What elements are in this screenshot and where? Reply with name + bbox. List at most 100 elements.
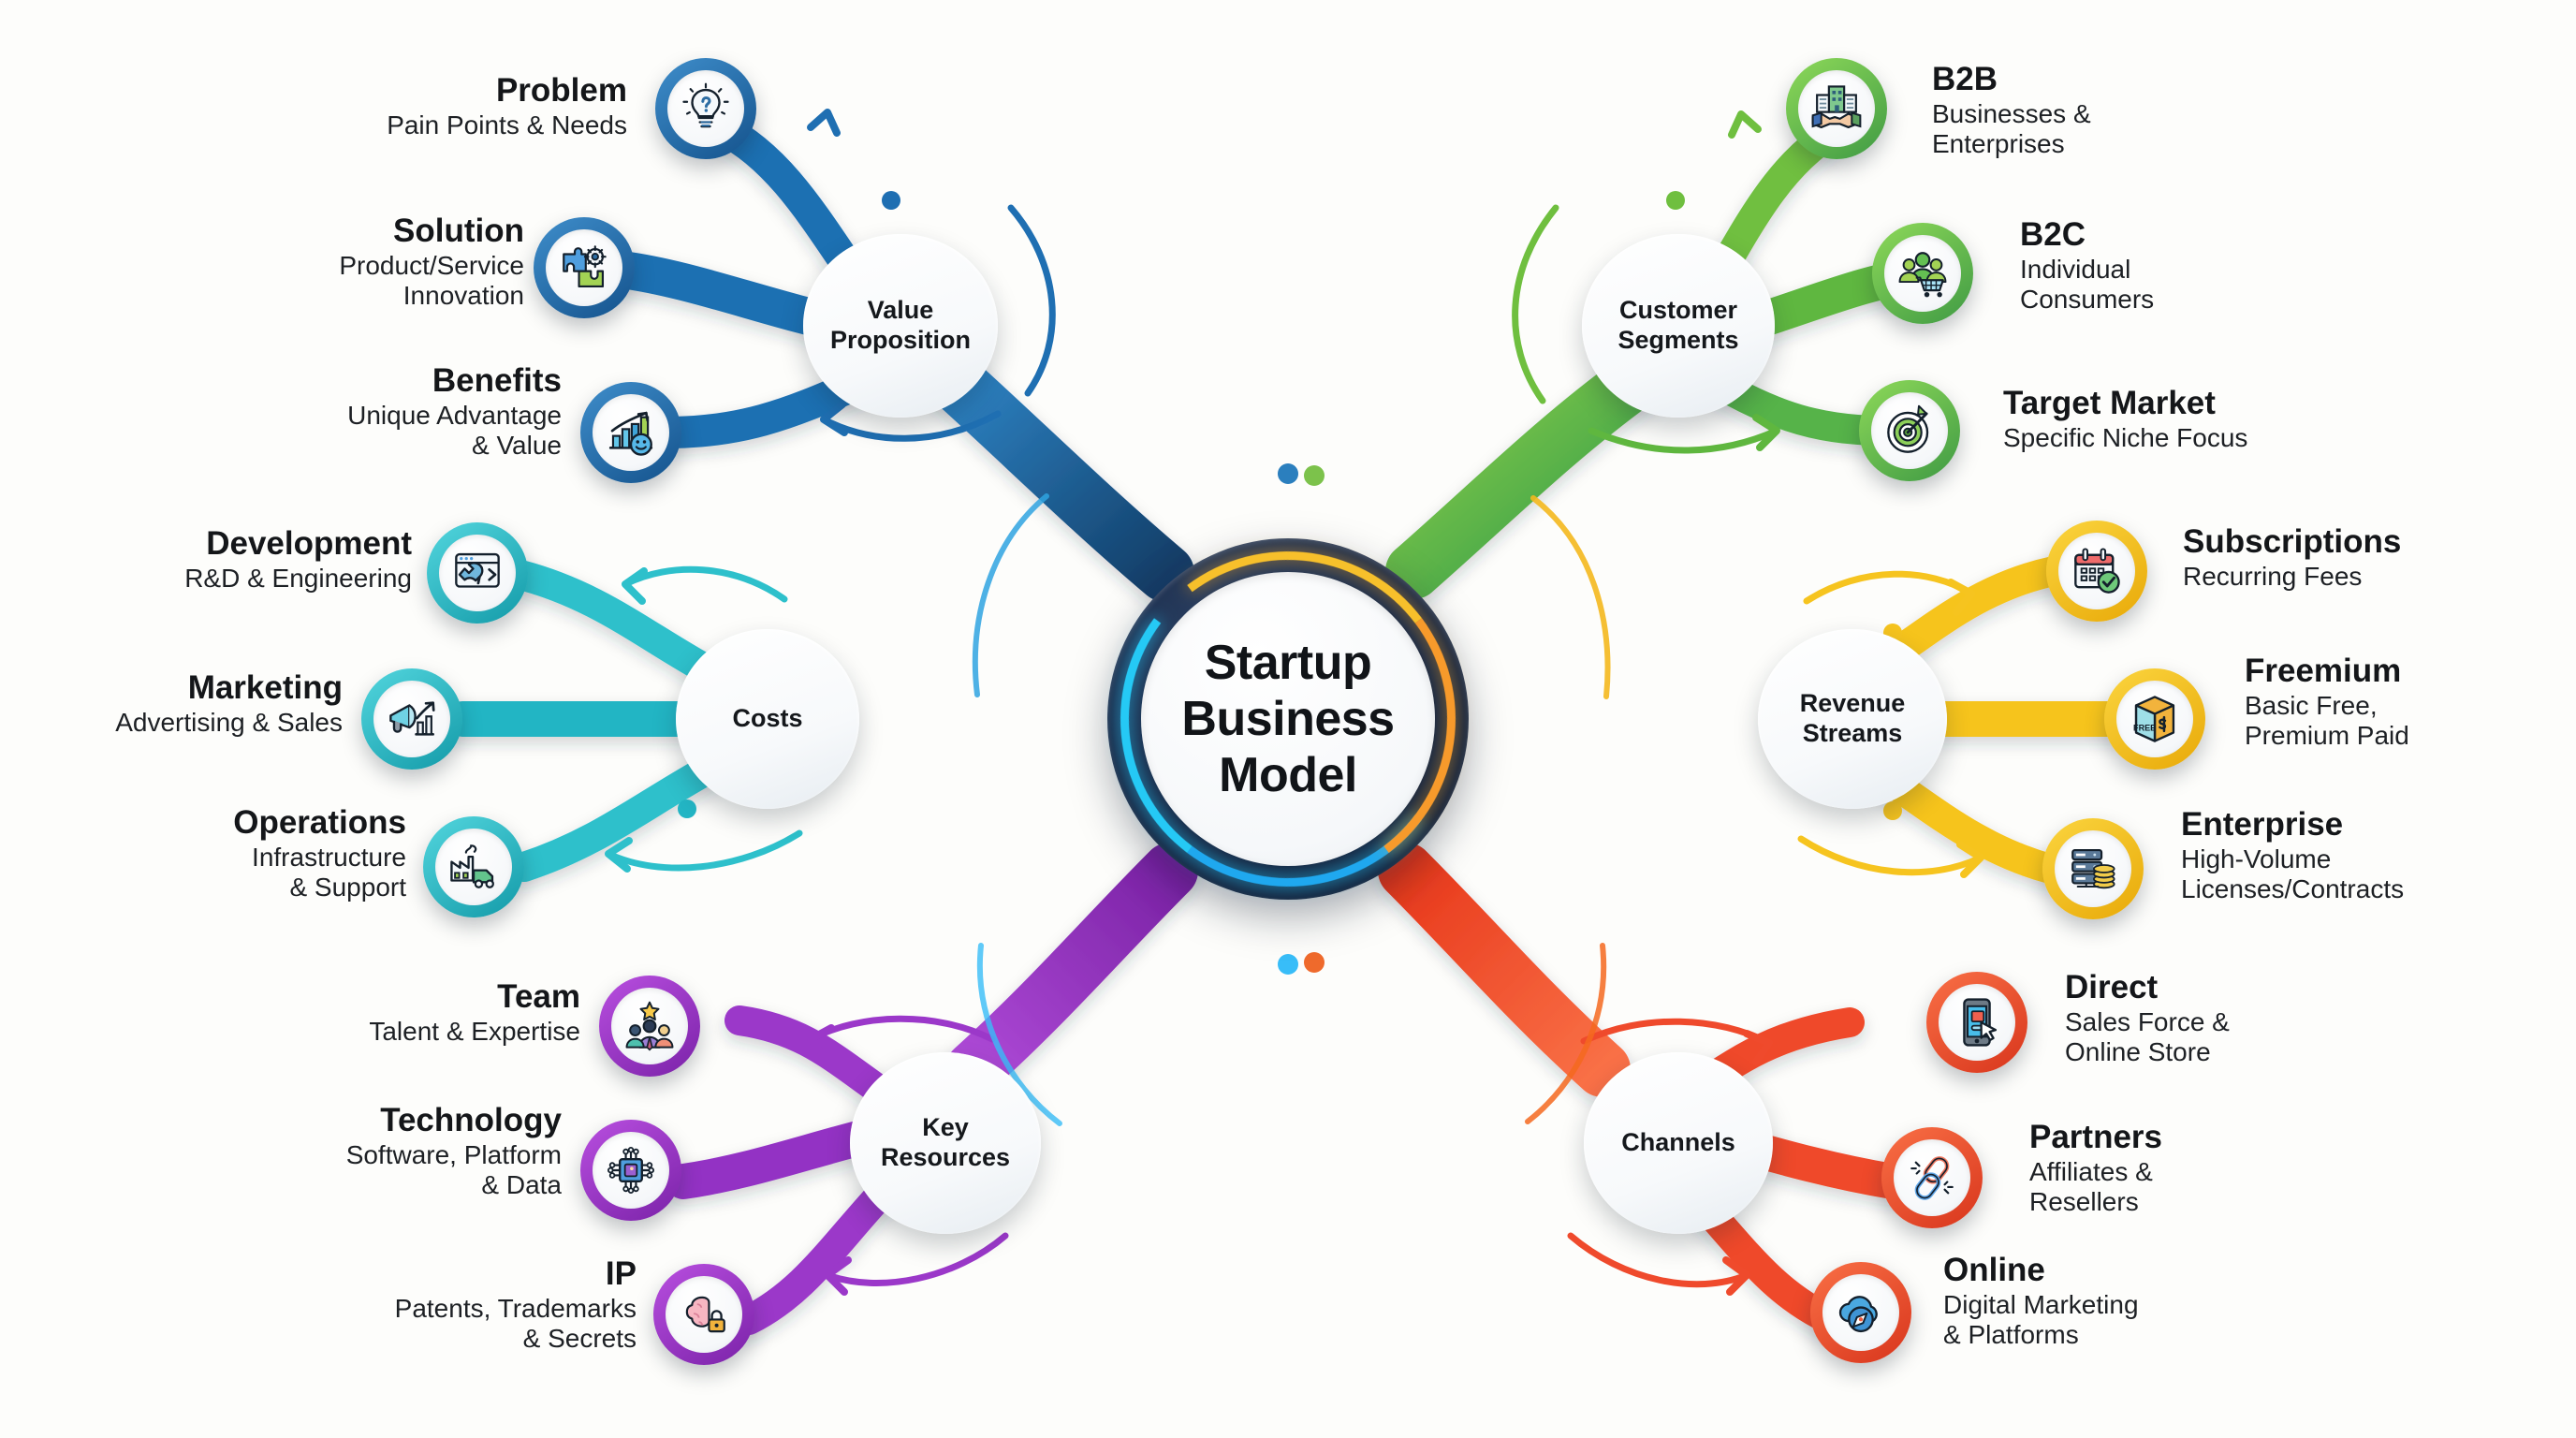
leaf-disc: FREE: [2116, 681, 2193, 757]
leaf-label-freemium: Freemium Basic Free, Premium Paid: [2245, 653, 2576, 751]
branch-hub-label: Channels: [1621, 1128, 1735, 1157]
branch-hub-label: Costs: [732, 704, 803, 733]
growth-chart-smiley-icon: [608, 411, 653, 456]
leaf-label-enterprise: Enterprise High-Volume Licenses/Contract…: [2181, 807, 2574, 904]
leaf-subtitle: R&D & Engineering: [184, 564, 412, 594]
leaf-node-ip[interactable]: [653, 1264, 754, 1365]
leaf-node-target-market[interactable]: [1859, 380, 1960, 481]
leaf-disc: [667, 70, 744, 147]
leaf-subtitle: Businesses & Enterprises: [1932, 99, 2091, 158]
leaf-subtitle: Specific Niche Focus: [2003, 423, 2248, 453]
chain-link-icon: [1910, 1156, 1954, 1200]
branch-hub-value-proposition[interactable]: Value Proposition: [803, 234, 998, 418]
brain-lock-icon: [685, 1296, 725, 1333]
leaf-node-problem[interactable]: [655, 58, 756, 159]
center-title-line-2: Business: [1181, 691, 1395, 746]
leaf-disc: [1822, 1274, 1899, 1351]
leaf-title: Technology: [380, 1102, 562, 1138]
puzzle-gear-icon: [563, 245, 607, 288]
leaf-subtitle: Product/Service Innovation: [339, 251, 524, 310]
leaf-disc: [546, 229, 622, 306]
leaf-subtitle: Basic Free, Premium Paid: [2245, 691, 2409, 750]
branch-hub-label: Customer Segments: [1617, 296, 1739, 354]
leaf-node-operations[interactable]: [423, 816, 524, 917]
leaf-title: Freemium: [2245, 653, 2402, 689]
leaf-title: Partners: [2029, 1119, 2163, 1155]
leaf-subtitle: Affiliates & Resellers: [2029, 1157, 2153, 1216]
megaphone-chart-icon: [389, 701, 435, 736]
leaf-subtitle: Advertising & Sales: [115, 708, 343, 738]
target-arrow-icon: [1887, 404, 1929, 453]
leaf-node-b2c[interactable]: [1872, 223, 1973, 324]
leaf-node-team[interactable]: [599, 976, 700, 1077]
leaf-disc: [1894, 1139, 1970, 1216]
people-cart-icon: [1898, 252, 1947, 298]
leaf-node-solution[interactable]: [534, 217, 635, 318]
leaf-label-development: Development R&D & Engineering: [19, 526, 412, 594]
leaf-label-subscriptions: Subscriptions Recurring Fees: [2183, 524, 2576, 592]
leaf-title: Marketing: [187, 669, 343, 706]
leaf-node-online[interactable]: [1810, 1262, 1911, 1363]
leaf-label-online: Online Digital Marketing & Platforms: [1943, 1253, 2374, 1350]
factory-truck-icon: [450, 844, 494, 888]
branch-hub-costs[interactable]: Costs: [676, 629, 859, 809]
leaf-subtitle: Infrastructure & Support: [252, 843, 406, 902]
leaf-disc: [1798, 70, 1875, 147]
handshake-building-icon: [1811, 85, 1862, 129]
leaf-subtitle: Recurring Fees: [2183, 562, 2363, 592]
microchip-icon: [607, 1146, 655, 1195]
branch-hub-label: Revenue Streams: [1799, 689, 1906, 747]
leaf-label-team: Team Talent & Expertise: [187, 979, 580, 1047]
leaf-label-problem: Problem Pain Points & Needs: [159, 73, 627, 140]
leaf-label-direct: Direct Sales Force & Online Store: [2065, 970, 2458, 1067]
leaf-node-subscriptions[interactable]: [2046, 521, 2147, 622]
leaf-disc: [593, 394, 669, 471]
leaf-title: Solution: [393, 213, 524, 249]
leaf-title: B2B: [1932, 61, 1998, 97]
branch-hub-channels[interactable]: Channels: [1584, 1052, 1773, 1234]
branch-hub-revenue-streams[interactable]: Revenue Streams: [1758, 629, 1947, 809]
leaf-node-direct[interactable]: [1926, 972, 2027, 1073]
leaf-title: Online: [1943, 1252, 2045, 1288]
leaf-disc: [666, 1276, 742, 1353]
leaf-title: Target Market: [2003, 385, 2216, 421]
leaf-title: Enterprise: [2181, 806, 2344, 843]
leaf-node-partners[interactable]: [1881, 1127, 1983, 1228]
branch-hub-key-resources[interactable]: Key Resources: [850, 1052, 1041, 1234]
center-title: Startup Business Model: [1181, 635, 1395, 804]
leaf-disc: [2055, 830, 2131, 907]
leaf-title: B2C: [2020, 216, 2086, 253]
leaf-label-b2b: B2B Businesses & Enterprises: [1932, 62, 2456, 159]
leaf-subtitle: Sales Force & Online Store: [2065, 1007, 2230, 1066]
leaf-label-operations: Operations Infrastructure & Support: [19, 805, 406, 902]
server-coins-icon: [2071, 848, 2115, 889]
leaf-node-benefits[interactable]: [580, 382, 681, 483]
leaf-title: Direct: [2065, 969, 2159, 1005]
branch-hub-customer-segments[interactable]: Customer Segments: [1582, 234, 1775, 418]
leaf-label-marketing: Marketing Advertising & Sales: [0, 670, 343, 738]
leaf-title: Benefits: [432, 362, 562, 399]
center-node-inner: Startup Business Model: [1141, 572, 1435, 866]
team-star-icon: [625, 1001, 674, 1051]
leaf-node-development[interactable]: [427, 522, 528, 624]
center-node[interactable]: Startup Business Model: [1098, 529, 1478, 909]
leaf-disc: [439, 535, 516, 611]
leaf-node-freemium[interactable]: FREE: [2104, 668, 2205, 770]
leaf-node-enterprise[interactable]: [2042, 818, 2144, 919]
leaf-title: Team: [497, 978, 580, 1015]
leaf-subtitle: Individual Consumers: [2020, 255, 2155, 314]
leaf-subtitle: Digital Marketing & Platforms: [1943, 1290, 2139, 1349]
leaf-node-technology[interactable]: [580, 1120, 681, 1221]
leaf-label-solution: Solution Product/Service Innovation: [112, 213, 524, 311]
leaf-node-b2b[interactable]: [1786, 58, 1887, 159]
mobile-cursor-icon: [1963, 998, 1998, 1047]
leaf-node-marketing[interactable]: [361, 668, 462, 770]
leaf-subtitle: Pain Points & Needs: [387, 110, 627, 140]
leaf-disc: [1939, 984, 2015, 1061]
leaf-subtitle: Software, Platform & Data: [345, 1140, 562, 1199]
leaf-subtitle: Patents, Trademarks & Secrets: [394, 1294, 637, 1353]
cloud-compass-icon: [1838, 1296, 1878, 1333]
branch-hub-label: Key Resources: [880, 1113, 1011, 1171]
center-title-line-1: Startup: [1204, 635, 1372, 690]
leaf-subtitle: Unique Advantage & Value: [347, 401, 562, 460]
